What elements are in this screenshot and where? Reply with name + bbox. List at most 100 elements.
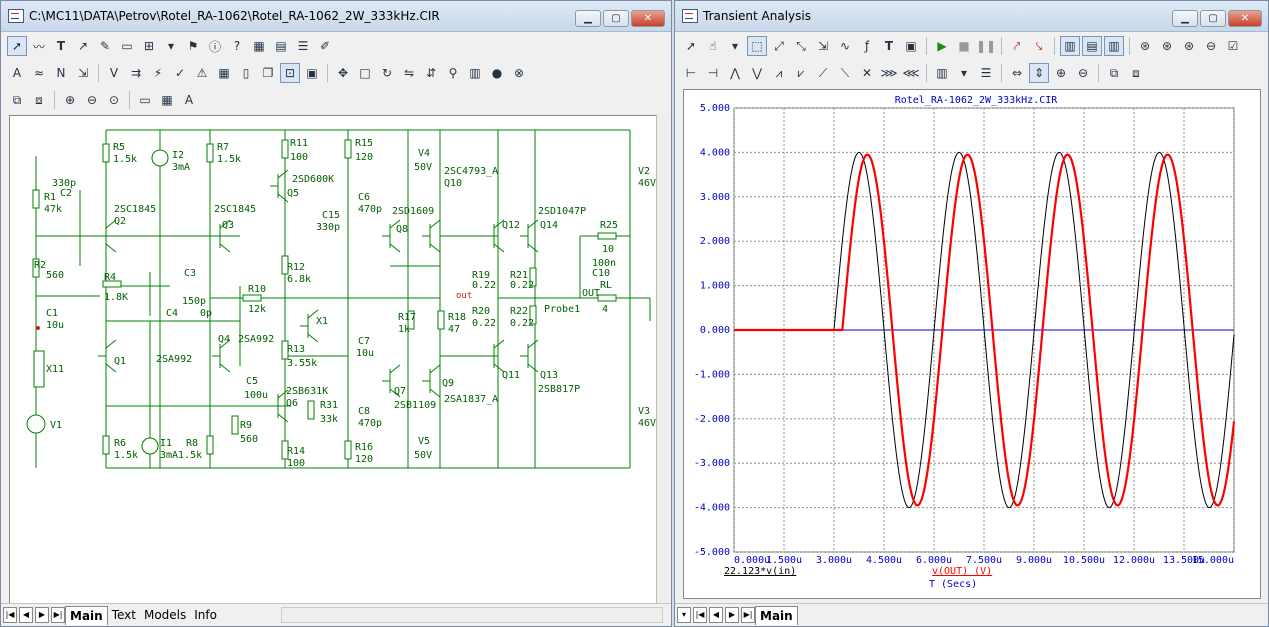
window-icon[interactable]: ▭ (139, 93, 151, 107)
clipboard-icon[interactable]: ▥ (469, 66, 481, 80)
tab-main[interactable]: Main (65, 605, 108, 625)
probe-icon[interactable]: ⊛ (1139, 39, 1151, 53)
layout-icon[interactable]: ⊡ (280, 63, 300, 83)
first-tab-icon[interactable]: |◀ (693, 607, 707, 623)
maximize-button[interactable]: ▢ (603, 10, 629, 27)
text-tool-icon[interactable]: T (884, 39, 894, 53)
zoom-fit-icon[interactable]: ⊙ (108, 93, 120, 107)
pin-icon[interactable]: N (56, 66, 66, 80)
down-icon[interactable]: ▾ (677, 607, 691, 623)
last-tab-icon[interactable]: ▶| (51, 607, 65, 623)
page-icon[interactable]: ▯ (242, 66, 250, 80)
measure-icon[interactable]: ⊛ (1183, 39, 1195, 53)
stop-run-icon[interactable]: ■ (958, 39, 970, 53)
top-icon[interactable]: ⋙ (880, 66, 898, 80)
valley-find-icon[interactable]: ⋁ (752, 66, 762, 80)
minus-icon[interactable]: ⊖ (1205, 39, 1217, 53)
view-2-icon[interactable]: ▤ (1082, 36, 1102, 56)
node-icon[interactable]: ≈ (33, 66, 45, 80)
list-icon[interactable]: ☰ (297, 39, 309, 53)
fit-height-icon[interactable]: ⇕ (1029, 63, 1049, 83)
schematic-hscroll[interactable] (281, 607, 663, 623)
minimize-button[interactable]: ▁ (575, 10, 601, 27)
current-icon[interactable]: ⇉ (130, 66, 142, 80)
formula-icon[interactable]: ƒ (864, 39, 870, 53)
mirror-icon[interactable]: ⇵ (425, 66, 437, 80)
tile-icon[interactable]: ▦ (161, 93, 173, 107)
line-tool-icon[interactable]: ↗ (77, 39, 89, 53)
properties-icon[interactable]: ▣ (905, 39, 917, 53)
dropdown-icon[interactable]: ▾ (731, 39, 739, 53)
attr-text-icon[interactable]: A (12, 66, 22, 80)
check-icon[interactable]: ✓ (174, 66, 186, 80)
rotate-icon[interactable]: ↻ (381, 66, 393, 80)
check-list-icon[interactable]: ☑ (1227, 39, 1239, 53)
peak-find-icon[interactable]: ⋀ (730, 66, 740, 80)
close-button[interactable]: ✕ (1228, 10, 1262, 27)
first-tab-icon[interactable]: |◀ (3, 607, 17, 623)
wire-icon[interactable]: 〰 (32, 39, 45, 54)
zoom-out-icon[interactable]: ⊖ (1077, 66, 1089, 80)
select-icon[interactable]: ➚ (7, 36, 27, 56)
bus-icon[interactable]: ▭ (121, 39, 133, 53)
next-tab-icon[interactable]: ▶ (35, 607, 49, 623)
select-icon[interactable]: ➚ (685, 39, 697, 53)
maximize-button[interactable]: ▢ (1200, 10, 1226, 27)
grid-icon[interactable]: ▦ (253, 39, 265, 53)
low-icon[interactable]: ⩗ (797, 65, 805, 80)
xy-icon[interactable]: ⇲ (817, 39, 829, 53)
component-icon[interactable]: ⊞ (143, 39, 155, 53)
tab-models[interactable]: Models (143, 608, 187, 622)
clipboard-icon[interactable]: ▥ (936, 66, 948, 80)
tab-info[interactable]: Info (194, 608, 217, 622)
schematic-titlebar[interactable]: C:\MC11\DATA\Petrov\Rotel_RA-1062\Rotel_… (1, 1, 671, 32)
props-icon[interactable]: ▣ (306, 66, 318, 80)
zoom-in-icon[interactable]: ⊕ (1055, 66, 1067, 80)
next-tab-icon[interactable]: ▶ (725, 607, 739, 623)
doc-icon[interactable]: ▤ (275, 39, 287, 53)
view-3-icon[interactable]: ▥ (1104, 36, 1124, 56)
stop-icon[interactable]: ● (491, 66, 503, 80)
flip-icon[interactable]: ⇋ (403, 66, 415, 80)
dropdown-icon[interactable]: ▾ (167, 39, 175, 53)
minimize-button[interactable]: ▁ (1172, 10, 1198, 27)
cursor-left-icon[interactable]: ⊣ (707, 66, 719, 80)
maximize-plot-icon[interactable]: ⤢ (774, 38, 784, 53)
high-icon[interactable]: ⩘ (775, 65, 783, 80)
pen-icon[interactable]: ✎ (99, 39, 111, 53)
warning-icon[interactable]: ⚠ (196, 66, 208, 80)
box-icon[interactable]: □ (359, 66, 371, 80)
prev-tab-icon[interactable]: ◀ (19, 607, 33, 623)
peak-icon[interactable]: ⤤ (1013, 38, 1021, 53)
info-icon[interactable]: ⓘ (208, 39, 221, 54)
voltage-icon[interactable]: V (109, 66, 119, 80)
pause-icon[interactable]: ❚❚ (975, 39, 997, 53)
tab-text[interactable]: Text (111, 608, 136, 622)
view-1-icon[interactable]: ▥ (1060, 36, 1080, 56)
fit-width-icon[interactable]: ⇔ (1011, 66, 1023, 80)
global-low-icon[interactable]: ✕ (861, 66, 873, 80)
dropdown-icon[interactable]: ▾ (960, 66, 968, 80)
curve-icon[interactable]: ∿ (839, 39, 851, 53)
group-icon[interactable]: ⧉ (1109, 65, 1119, 80)
font-icon[interactable]: A (184, 93, 194, 107)
zoom-in-icon[interactable]: ⊕ (64, 93, 76, 107)
close-button[interactable]: ✕ (631, 10, 665, 27)
arrange-icon[interactable]: ⇲ (77, 66, 89, 80)
cursor-icon[interactable]: ☝ (709, 39, 717, 53)
power-icon[interactable]: ⚡ (153, 66, 163, 80)
move-icon[interactable]: ✥ (337, 66, 349, 80)
bottom-icon[interactable]: ⋘ (902, 66, 920, 80)
inflection-icon[interactable]: ⟋ (818, 65, 828, 80)
axis-icon[interactable]: ⤡ (796, 38, 806, 53)
ungroup-icon[interactable]: ⧈ (1132, 65, 1140, 80)
edit-icon[interactable]: ✐ (319, 39, 331, 53)
ungroup-icon[interactable]: ⧈ (35, 92, 43, 107)
list-icon[interactable]: ☰ (980, 66, 992, 80)
help-icon[interactable]: ? (233, 39, 241, 53)
find-icon[interactable]: ⚲ (448, 66, 458, 80)
group-icon[interactable]: ⧉ (12, 92, 22, 107)
copy-page-icon[interactable]: ❐ (262, 66, 274, 80)
